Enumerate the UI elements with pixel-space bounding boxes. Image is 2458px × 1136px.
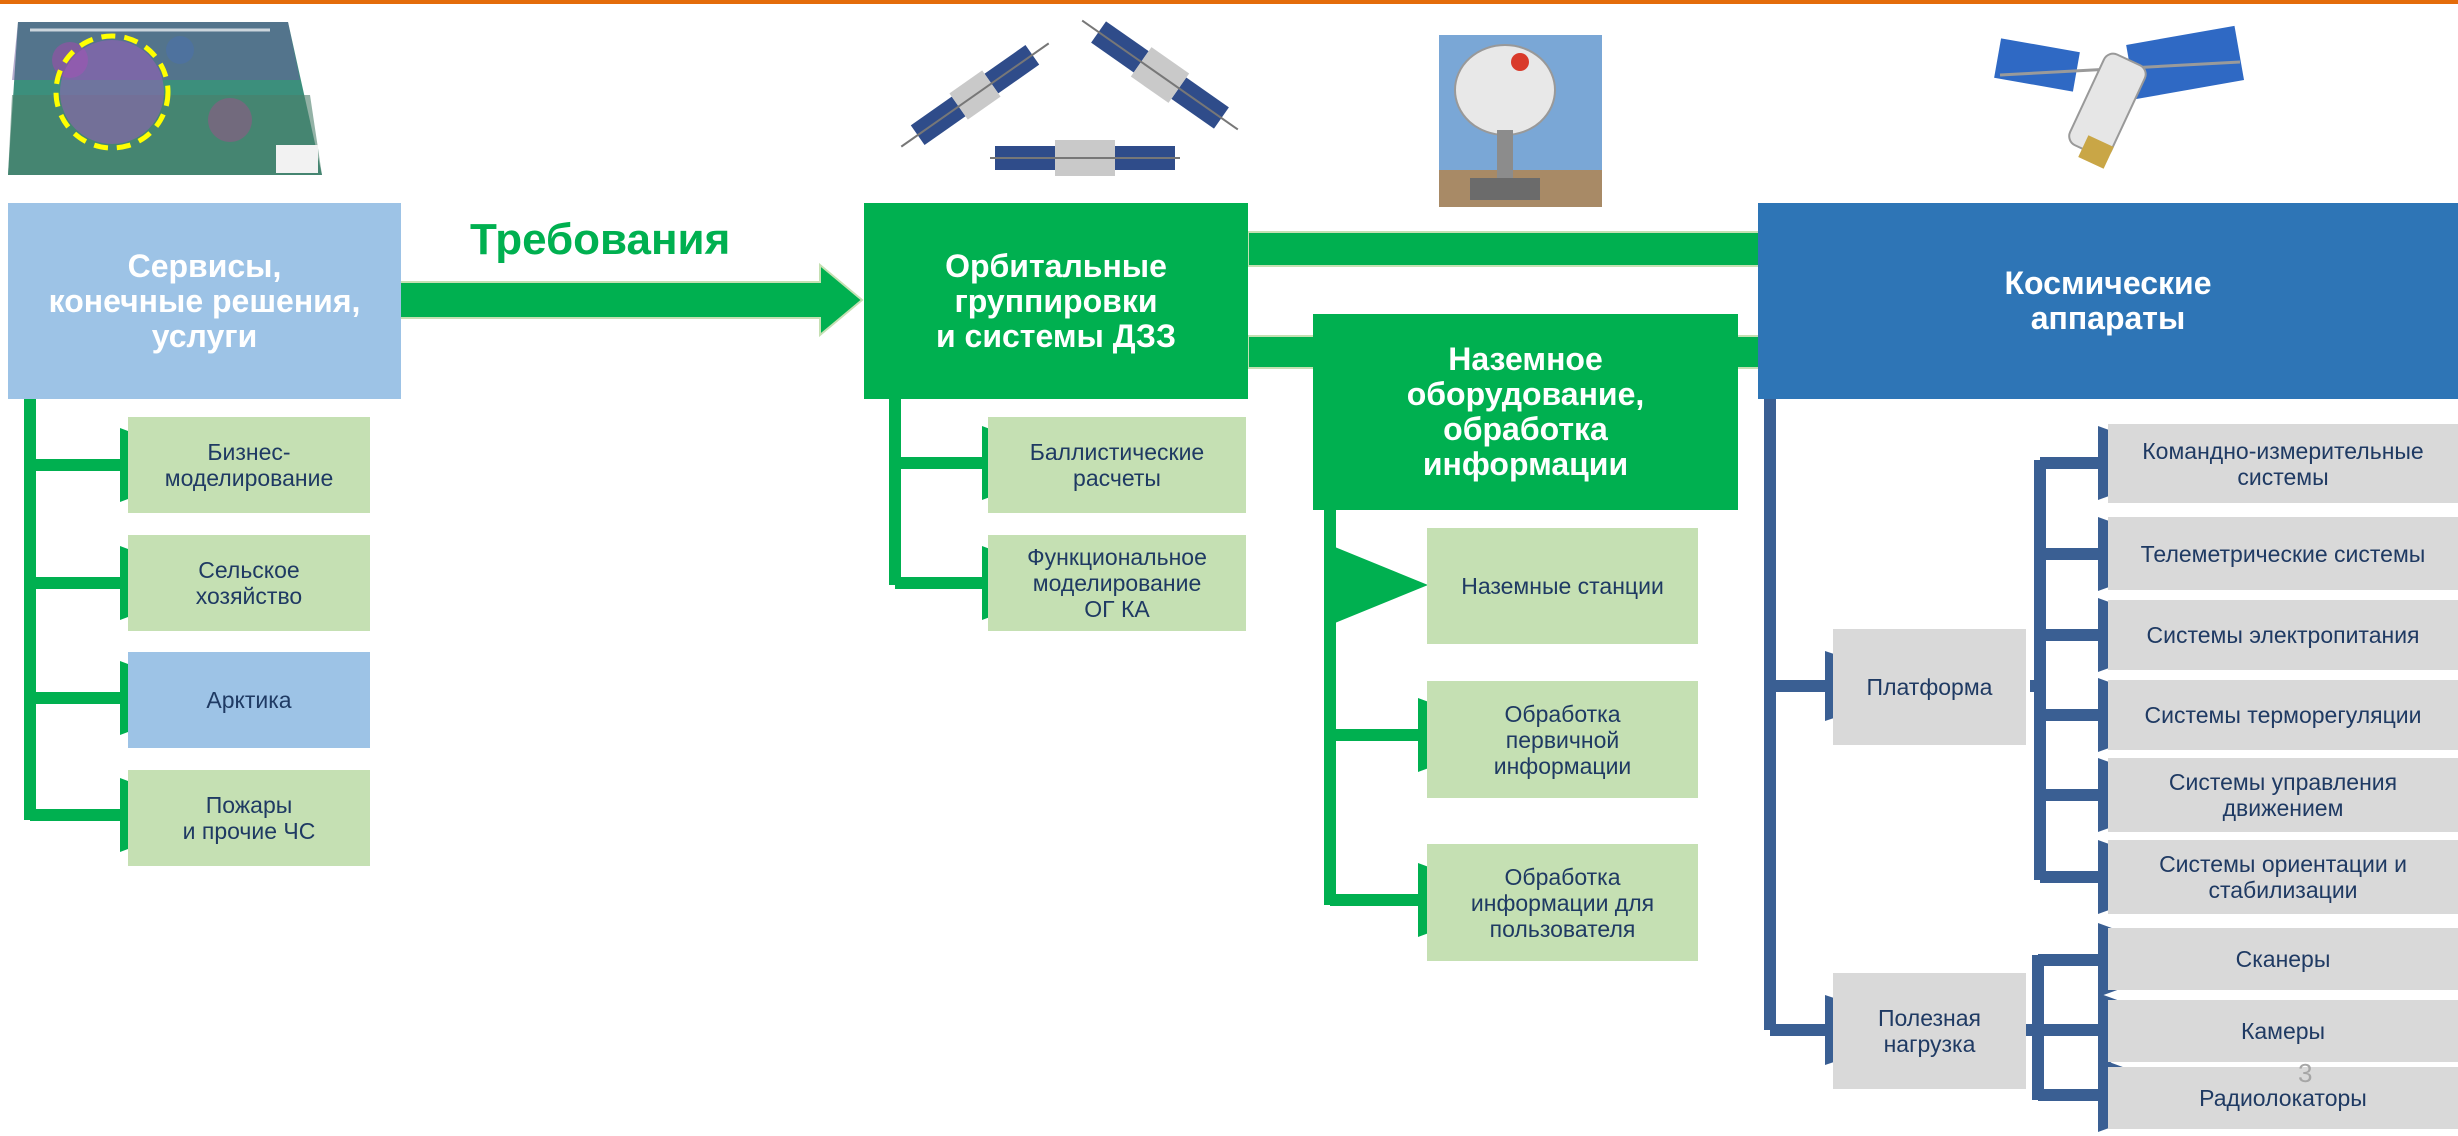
orbital-item-modeling: Функциональное моделирование ОГ КА <box>988 535 1246 631</box>
platform-box: Платформа <box>1833 629 2026 745</box>
services-item-business: Бизнес- моделирование <box>128 417 370 513</box>
payload-item-radars: Радиолокаторы <box>2108 1067 2458 1129</box>
satellites-image <box>900 19 1239 176</box>
services-item-agriculture: Сельское хозяйство <box>128 535 370 631</box>
orbital-to-spacecraft-arrow <box>1247 214 1820 286</box>
requirements-arrow <box>399 262 864 338</box>
map-image <box>8 22 322 175</box>
services-item-arctic: Арктика <box>128 652 370 748</box>
platform-item-motion: Системы управления движением <box>2108 758 2458 832</box>
ground-item-stations: Наземные станции <box>1427 528 1698 644</box>
spacecraft-image <box>1994 25 2245 169</box>
ground-item-primary-processing: Обработка первичной информации <box>1427 681 1698 798</box>
platform-item-orientation: Системы ориентации и стабилизации <box>2108 840 2458 914</box>
platform-item-telemetry: Телеметрические системы <box>2108 517 2458 590</box>
ground-item-user-processing: Обработка информации для пользователя <box>1427 844 1698 961</box>
orbital-header: Орбитальные группировки и системы ДЗЗ <box>864 203 1248 399</box>
services-header: Сервисы, конечные решения, услуги <box>8 203 401 399</box>
platform-item-power: Системы электропитания <box>2108 600 2458 670</box>
top-accent-line <box>0 0 2458 4</box>
page-number: 3 <box>2298 1058 2313 1088</box>
platform-item-thermal: Системы терморегуляции <box>2108 680 2458 750</box>
ground-header: Наземное оборудование, обработка информа… <box>1313 314 1738 510</box>
platform-item-command: Командно-измерительные системы <box>2108 424 2458 503</box>
payload-item-scanners: Сканеры <box>2108 928 2458 990</box>
requirements-label: Требования <box>470 215 731 264</box>
payload-box: Полезная нагрузка <box>1833 973 2026 1089</box>
orbital-item-ballistics: Баллистические расчеты <box>988 417 1246 513</box>
spacecraft-header: Космические аппараты <box>1758 203 2458 399</box>
services-item-fires: Пожары и прочие ЧС <box>128 770 370 866</box>
payload-item-cameras: Камеры <box>2108 1000 2458 1062</box>
antenna-image <box>1439 35 1602 207</box>
